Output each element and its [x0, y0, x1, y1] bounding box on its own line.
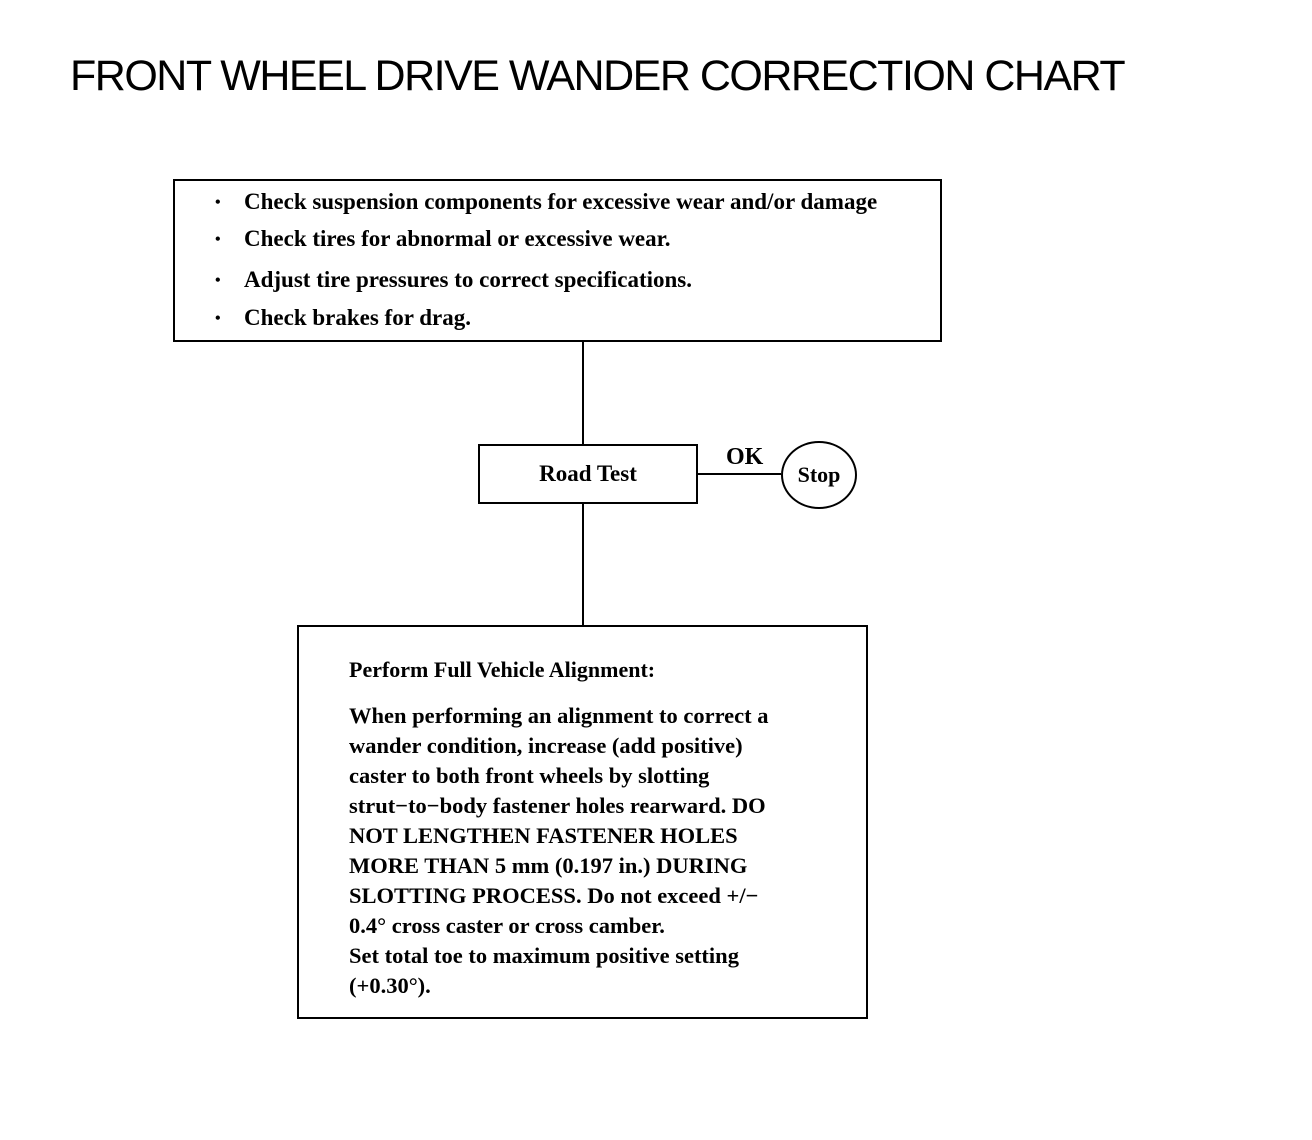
chart-title: FRONT WHEEL DRIVE WANDER CORRECTION CHAR…: [70, 52, 1126, 100]
stop-label: Stop: [797, 462, 841, 487]
inspection-checklist-box: • Check suspension components for excessi…: [173, 179, 942, 342]
bullet-icon: •: [215, 194, 221, 211]
checklist-item-text: Check brakes for drag.: [244, 305, 472, 330]
instruction-line: strut−to−body fastener holes rearward. D…: [349, 793, 766, 818]
instruction-line: 0.4° cross caster or cross camber.: [349, 913, 665, 938]
checklist-item-text: Check tires for abnormal or excessive we…: [244, 226, 671, 251]
alignment-instructions: When performing an alignment to correct …: [349, 701, 849, 1001]
checklist-item: • Check tires for abnormal or excessive w…: [215, 225, 671, 254]
instruction-line: NOT LENGTHEN FASTENER HOLES: [349, 823, 738, 848]
bullet-icon: •: [215, 272, 221, 289]
checklist-item: • Adjust tire pressures to correct specif…: [215, 266, 692, 295]
bullet-icon: •: [215, 231, 221, 248]
ok-label: OK: [726, 444, 764, 470]
alignment-instructions-box: Perform Full Vehicle Alignment: When per…: [297, 625, 868, 1019]
connector-road-test-to-stop: [698, 473, 781, 475]
connector-checks-to-road-test: [582, 342, 584, 444]
instruction-line: (+0.30°).: [349, 973, 431, 998]
instruction-line: caster to both front wheels by slotting: [349, 763, 710, 788]
alignment-heading: Perform Full Vehicle Alignment:: [349, 657, 656, 682]
instruction-line: SLOTTING PROCESS. Do not exceed +/−: [349, 883, 759, 908]
bullet-icon: •: [215, 310, 221, 327]
checklist-item: • Check suspension components for excessi…: [215, 188, 877, 217]
instruction-line: MORE THAN 5 mm (0.197 in.) DURING: [349, 853, 748, 878]
instruction-line: wander condition, increase (add positive…: [349, 733, 743, 758]
checklist-item: • Check brakes for drag.: [215, 304, 471, 333]
instruction-line: Set total toe to maximum positive settin…: [349, 943, 739, 968]
checklist-item-text: Check suspension components for excessiv…: [244, 189, 878, 214]
road-test-box: Road Test: [478, 444, 698, 504]
connector-road-test-to-alignment: [582, 504, 584, 625]
instruction-line: When performing an alignment to correct …: [349, 703, 769, 728]
stop-node: Stop: [781, 441, 857, 509]
road-test-label: Road Test: [539, 461, 637, 486]
checklist-item-text: Adjust tire pressures to correct specifi…: [244, 267, 692, 292]
